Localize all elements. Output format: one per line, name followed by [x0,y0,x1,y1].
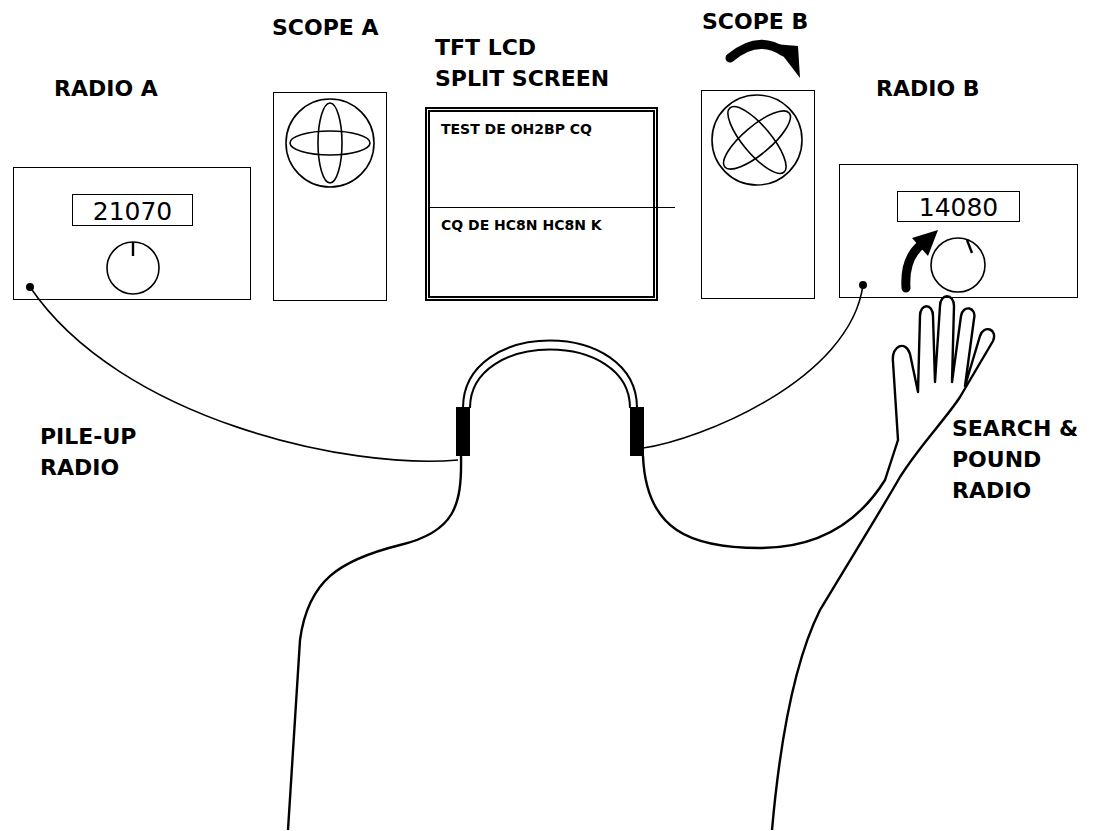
tuning-knob [107,242,159,294]
body-outline [288,456,461,830]
scope-trace [318,103,342,183]
knob-pointer [132,242,134,256]
unit-heading: TFT LCD SPLIT SCREEN [435,33,611,95]
scope-screen [712,95,802,185]
ear-cup [630,407,644,456]
radio-role-label: PILE-UP RADIO [40,422,170,484]
scope-trace [290,131,370,155]
scope-box: SCOPE B [701,90,815,299]
frequency-readout: 21070 [93,197,173,224]
radio-role-label: SEARCH & POUND RADIO [952,414,1097,506]
frequency-readout: 14080 [919,193,999,220]
unit-heading: SCOPE B [702,7,808,38]
radio-box: RADIO A21070 [13,167,251,300]
tuning-knob [931,238,985,292]
headband [463,341,637,409]
tuning-arrow [906,244,922,288]
scope-screen [286,99,374,187]
headphone-wire [643,285,863,448]
screen-pane: TEST DE OH2BP CQ [430,112,675,208]
scope-box: SCOPE A [273,92,387,301]
scope-trace [719,99,794,181]
frequency-display: 14080 [897,191,1020,222]
unit-heading: RADIO B [876,74,980,105]
knob-pointer [967,240,972,253]
unit-heading: SCOPE A [272,13,379,44]
headband [470,350,630,409]
radio-box: RADIO B14080 [839,164,1078,298]
screen-text: CQ DE HC8N HC8N K [430,208,675,234]
headphone-jack [859,281,867,289]
unit-heading: RADIO A [54,74,158,105]
arrow-head [912,230,938,256]
arrow-head [774,44,800,78]
headphone-jack [26,283,34,291]
screen-text: TEST DE OH2BP CQ [430,112,675,138]
ear-cup [456,407,470,456]
lcd-screen: TFT LCD SPLIT SCREENTEST DE OH2BP CQCQ D… [425,107,658,301]
body-outline [643,296,994,830]
frequency-display: 21070 [72,194,193,226]
screen-pane: CQ DE HC8N HC8N K [430,208,675,296]
